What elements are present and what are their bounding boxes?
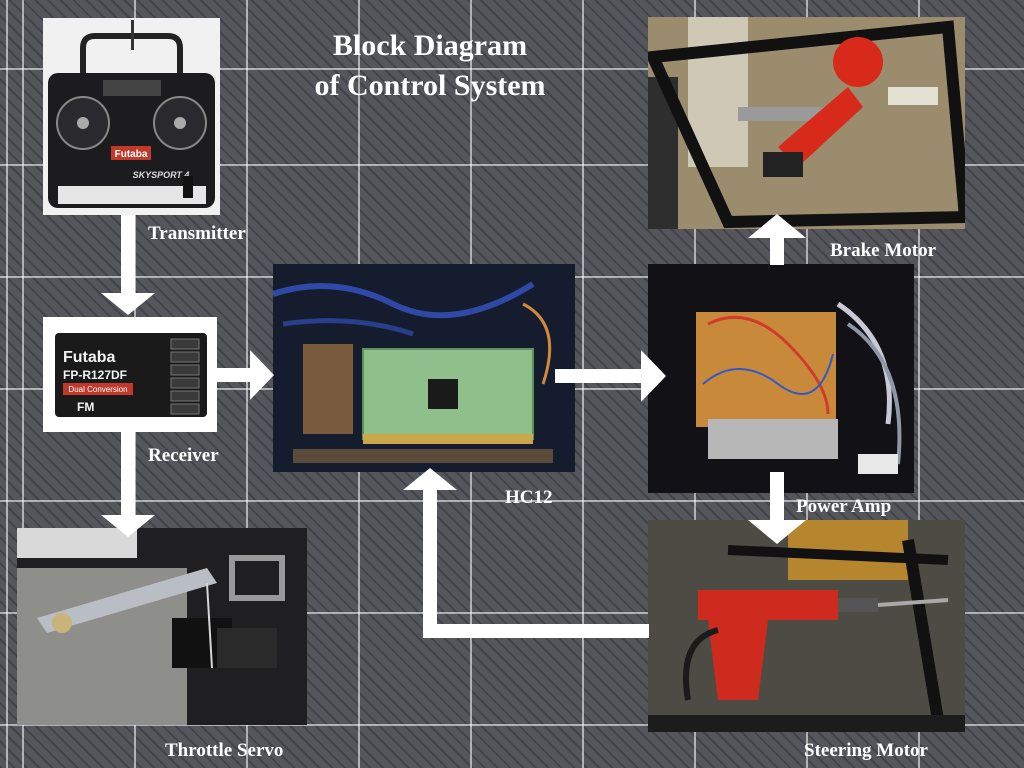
hc12-photo: [273, 264, 575, 472]
receiver-badge-text: Dual Conversion: [68, 385, 127, 394]
label-hc12: HC12: [505, 487, 553, 508]
title-line-2: of Control System: [314, 69, 546, 102]
label-transmitter: Transmitter: [148, 223, 246, 244]
steering-motor-photo: [648, 520, 965, 732]
diagram-title: Block Diagram of Control System: [290, 26, 570, 106]
label-brake-motor: Brake Motor: [830, 240, 937, 261]
label-throttle-servo: Throttle Servo: [165, 740, 284, 761]
arrow-receiver-to-throttle-servo: [101, 432, 155, 537]
arrow-receiver-to-hc12: [217, 350, 274, 400]
arrow-transmitter-to-receiver: [101, 215, 155, 315]
label-steering-motor: Steering Motor: [804, 740, 928, 761]
power-amp-photo: [648, 264, 914, 493]
brake-motor-photo: [648, 17, 965, 229]
arrow-steering-motor-to-hc12: [403, 468, 649, 638]
label-power-amp: Power Amp: [796, 496, 892, 517]
label-receiver: Receiver: [148, 445, 219, 466]
transmitter-model-text: SKYSPORT 4: [133, 170, 190, 180]
receiver-brand-text: Futaba: [63, 349, 116, 366]
arrow-power-amp-to-steering-motor: [748, 472, 806, 544]
transmitter-photo: Futaba SKYSPORT 4: [43, 18, 220, 215]
transmitter-brand-text: Futaba: [115, 149, 148, 160]
title-line-1: Block Diagram: [332, 29, 528, 62]
arrow-power-amp-to-brake-motor: [748, 214, 806, 265]
arrow-hc12-to-power-amp: [555, 350, 666, 402]
throttle-servo-photo: [17, 528, 307, 725]
receiver-model-text: FP-R127DF: [63, 368, 127, 382]
receiver-band-text: FM: [77, 400, 94, 414]
receiver-photo: Futaba FP-R127DF Dual Conversion FM: [43, 317, 217, 432]
